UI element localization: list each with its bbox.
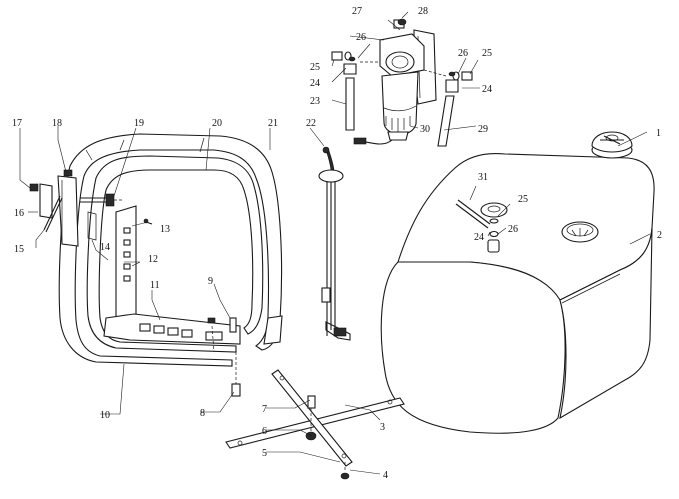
callout-1: 1 (656, 128, 661, 139)
callout-31: 31 (478, 172, 488, 183)
tank-strap (58, 133, 283, 367)
callout-24-right: 24 (482, 84, 492, 95)
callout-2: 2 (657, 230, 662, 241)
callout-17: 17 (12, 118, 22, 129)
callout-26-left: 26 (356, 32, 366, 43)
callout-7: 7 (262, 404, 267, 415)
callout-25-tank: 25 (518, 194, 528, 205)
fuel-level-sender (318, 146, 351, 341)
callout-leaders (19, 11, 651, 475)
cross-straps (225, 369, 405, 480)
callout-labels: 1 2 3 4 5 6 7 8 9 10 11 12 13 14 15 16 1… (12, 6, 662, 481)
fuel-filter-assembly (353, 19, 437, 145)
callout-15: 15 (14, 244, 24, 255)
bottom-hardware (207, 317, 241, 397)
callout-16: 16 (14, 208, 24, 219)
callout-3: 3 (380, 422, 385, 433)
callout-8: 8 (200, 408, 205, 419)
filter-fittings (331, 18, 473, 147)
callout-5: 5 (262, 448, 267, 459)
callout-25-right: 25 (482, 48, 492, 59)
callout-24-tank: 24 (474, 232, 484, 243)
callout-29: 29 (478, 124, 488, 135)
callout-4: 4 (383, 470, 388, 481)
left-hardware (29, 169, 124, 247)
filler-cap (591, 131, 633, 159)
callout-27: 27 (352, 6, 362, 17)
callout-18: 18 (52, 118, 62, 129)
callout-21: 21 (268, 118, 278, 129)
callout-13: 13 (160, 224, 170, 235)
callout-30: 30 (420, 124, 430, 135)
callout-9: 9 (208, 276, 213, 287)
callout-20: 20 (212, 118, 222, 129)
callout-10: 10 (100, 410, 110, 421)
callout-28: 28 (418, 6, 428, 17)
callout-22: 22 (306, 118, 316, 129)
callout-26-tank: 26 (508, 224, 518, 235)
fuel-tank (380, 152, 655, 434)
callout-14: 14 (100, 242, 110, 253)
callout-19: 19 (134, 118, 144, 129)
callout-12: 12 (148, 254, 158, 265)
callout-24-left: 24 (310, 78, 320, 89)
inner-bracket (103, 205, 241, 345)
callout-11: 11 (150, 280, 160, 291)
callout-6: 6 (262, 426, 267, 437)
callout-23: 23 (310, 96, 320, 107)
callout-25-left: 25 (310, 62, 320, 73)
callout-26-right: 26 (458, 48, 468, 59)
